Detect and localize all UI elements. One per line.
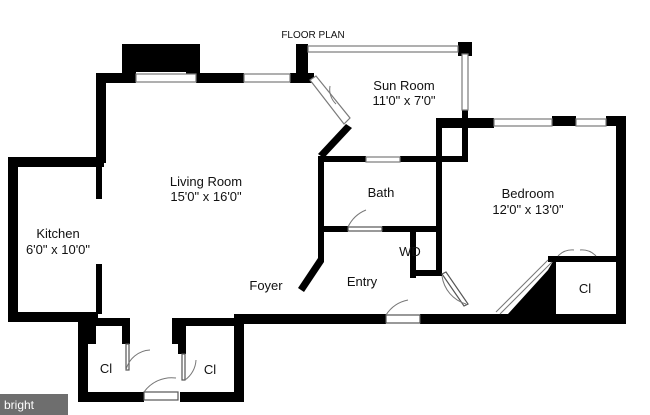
sun-room-name: Sun Room [373,78,434,93]
walls [8,42,626,402]
doors [125,85,597,401]
wd-name: WD [399,244,421,259]
foyer-name: Foyer [249,278,283,293]
living-room-name: Living Room [170,174,242,189]
right-closet-name: Cl [204,362,216,377]
left-closet-name: Cl [100,361,112,376]
living-room-dims: 15'0" x 16'0" [170,189,242,204]
kitchen-name: Kitchen [36,226,79,241]
bedroom-dims: 12'0" x 13'0" [492,202,564,217]
bedroom-name: Bedroom [502,186,555,201]
bath-name: Bath [368,185,395,200]
plan-title: FLOOR PLAN [281,30,344,41]
bright-logo: bright [0,394,68,415]
kitchen-dims: 6'0" x 10'0" [26,242,90,257]
sun-room-dims: 11'0" x 7'0" [372,93,435,108]
svg-text:bright: bright [4,398,35,412]
entry-name: Entry [347,274,378,289]
windows [135,45,607,163]
bedroom-closet-name: Cl [579,281,591,296]
